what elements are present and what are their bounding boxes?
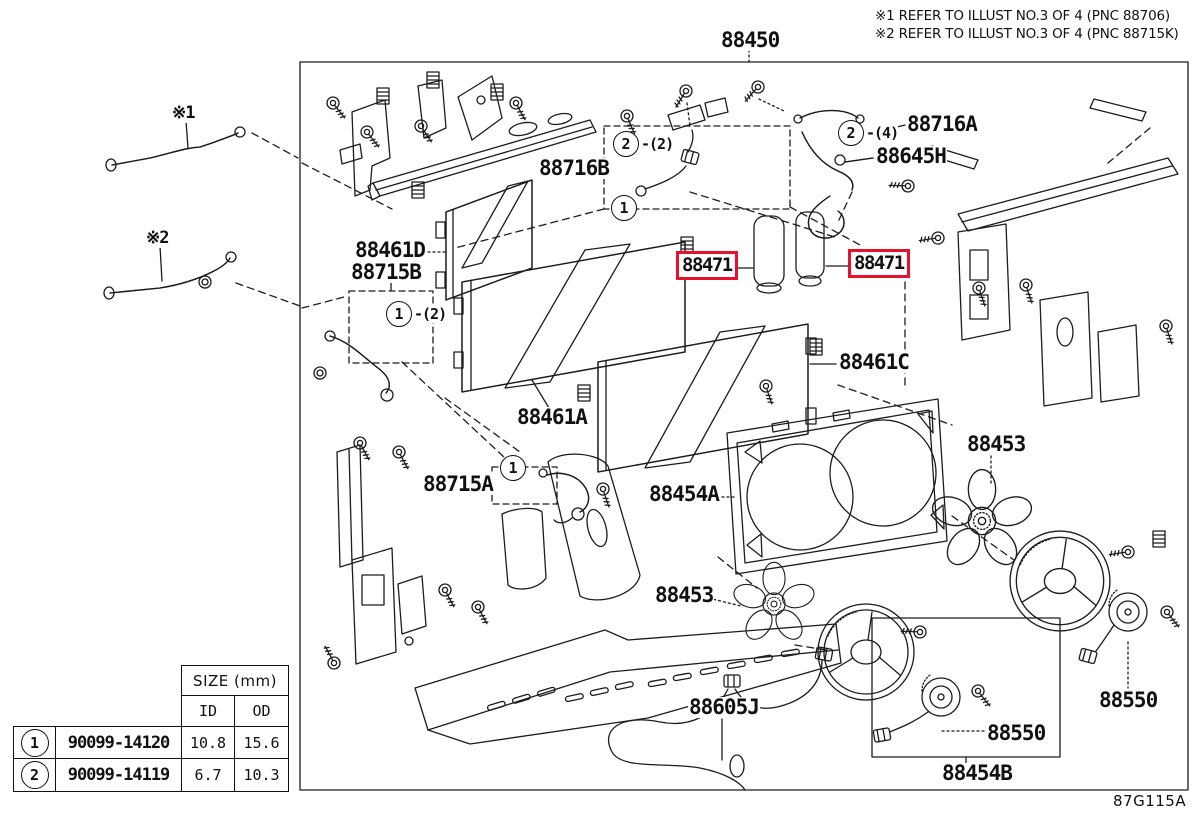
fan-shroud-88454A-art [706,398,948,575]
size-row1-od: 15.6 [234,726,289,759]
callout-1-table: 1 [20,728,49,757]
size-table-col-od: OD [234,695,289,727]
hose-mark-2: ※2 [146,228,170,248]
part-label-88716A[interactable]: 88716A [906,112,978,136]
part-label-88453-upper[interactable]: 88453 [966,432,1026,456]
alignment-dashed-lines [235,127,1151,651]
lower-bracket-art [316,434,641,672]
deflector-plate-art [414,623,842,745]
size-row2-id: 6.7 [181,758,235,792]
figure-code: 87G115A [1113,792,1187,810]
size-row2-partno[interactable]: 90099-14119 [55,758,182,792]
callout-2-table: 2 [20,761,49,789]
fan-88453-upper-art [928,455,1036,572]
size-row1-mark-cell: 1 [13,726,56,759]
part-label-88454A[interactable]: 88454A [648,482,720,506]
part-label-88716B[interactable]: 88716B [538,156,610,180]
part-label-88453-lower[interactable]: 88453 [654,583,714,607]
fan-motor-88454B-art [817,530,1185,765]
part-label-88461D[interactable]: 88461D [354,238,426,262]
hose-ref1-art [105,120,246,172]
size-row1-partno[interactable]: 90099-14120 [55,726,182,759]
size-row1-id: 10.8 [181,726,235,759]
part-label-88645H[interactable]: 88645H [875,144,947,168]
part-label-88550-left[interactable]: 88550 [986,721,1046,745]
qty-88716A: -(4) [866,124,899,142]
fan-88453-lower-art [703,561,818,645]
receiver-drier-art [680,211,849,294]
diagram-frame [299,49,1189,791]
callout-1-88715B: 1 [386,301,412,327]
hose-mark-1: ※1 [172,103,196,123]
side-bracket-art [918,223,1183,548]
radiator-support-art [322,71,787,201]
part-label-88605J[interactable]: 88605J [688,695,760,719]
part-label-88461C[interactable]: 88461C [838,350,910,374]
condenser-88461D-art [435,179,533,301]
pipe-88715B-art [313,280,434,402]
part-label-88471-left-highlighted[interactable]: 88471 [676,251,738,280]
condenser-88461A-art [453,241,686,402]
size-row2-mark-cell: 2 [13,758,56,792]
size-table: SIZE (mm) ID OD 1 90099-14120 10.8 15.6 … [13,665,289,792]
part-label-88715A[interactable]: 88715A [422,472,494,496]
callout-2-88716A: 2 [838,120,864,146]
part-label-88454B[interactable]: 88454B [941,761,1013,785]
callout-1-88716B: 1 [611,195,637,221]
size-row2-od: 10.3 [234,758,289,792]
qty-88716B: -(2) [641,135,674,153]
hose-ref2-art [103,245,237,300]
part-label-88715B[interactable]: 88715B [350,260,422,284]
condenser-88461C-art [597,323,823,473]
size-table-title: SIZE (mm) [181,665,289,696]
qty-88715B: -(2) [414,305,447,323]
part-label-88461A[interactable]: 88461A [516,405,588,429]
size-table-col-id: ID [181,695,235,727]
callout-1-88715A: 1 [500,455,526,481]
part-label-88450[interactable]: 88450 [720,28,780,52]
callout-2-88716B: 2 [613,131,639,157]
ref-note-1: ※1 REFER TO ILLUST NO.3 OF 4 (PNC 88706) [875,8,1170,24]
part-label-88550-right[interactable]: 88550 [1098,688,1158,712]
part-label-88471-right-highlighted[interactable]: 88471 [848,249,910,278]
bracket-88716A-art [793,109,917,239]
air-duct-art [927,98,1179,232]
ref-note-2: ※2 REFER TO ILLUST NO.3 OF 4 (PNC 88715K… [875,26,1179,42]
